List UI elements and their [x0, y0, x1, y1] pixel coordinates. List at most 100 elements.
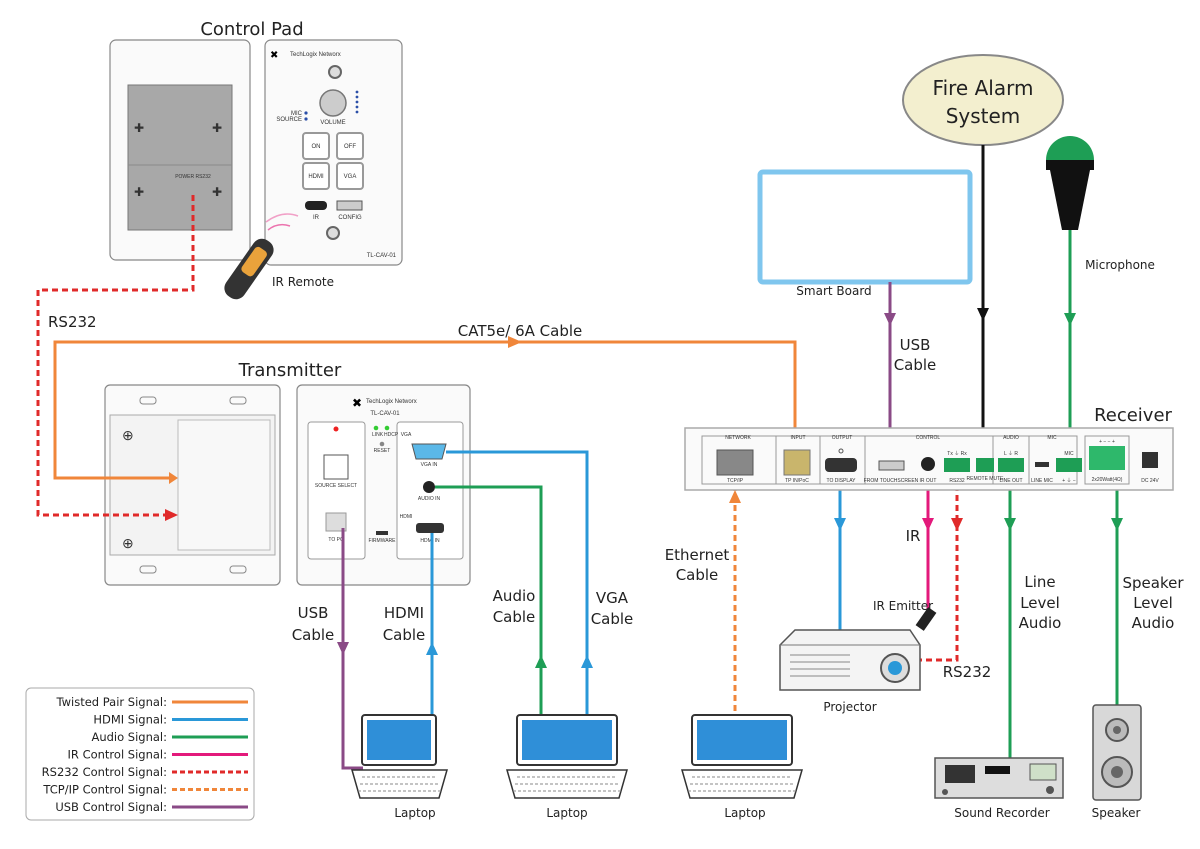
- firmware-label: FIRMWARE: [368, 538, 396, 544]
- txrx-label: Tx ⏚ Rx: [947, 450, 967, 457]
- legend-label: RS232 Control Signal:: [42, 765, 167, 779]
- usb-cable-label-rx: USB: [900, 336, 931, 354]
- usb-cable-label-rx: Cable: [894, 356, 937, 374]
- speaker-icon: [1092, 704, 1142, 801]
- microphone-icon: [1046, 136, 1094, 230]
- to-display-label: TO DISPLAY: [827, 478, 857, 484]
- line-audio-label: Level: [1020, 594, 1060, 612]
- smart-board-label: Smart Board: [796, 284, 871, 298]
- svg-text:✚: ✚: [134, 185, 144, 199]
- volume-knob[interactable]: [319, 89, 347, 117]
- vga-cable-wire: [446, 450, 589, 715]
- audio-cable-label: Audio: [493, 587, 536, 605]
- transmitter-logo: TechLogix Networx: [366, 399, 417, 405]
- tcpip-port: [716, 449, 754, 476]
- reset-label: RESET: [374, 448, 391, 454]
- section-network: NETWORK: [725, 435, 751, 441]
- backbox-port-label: POWER RS232: [175, 174, 211, 180]
- rs232-port-label: RS232: [949, 478, 965, 484]
- ir-emitter-label: IR Emitter: [873, 599, 933, 613]
- fire-alarm-label: Fire Alarm: [933, 76, 1034, 100]
- control-pad-button-vga[interactable]: VGA: [336, 162, 364, 190]
- ir-emitter-icon: [915, 607, 937, 631]
- source-select-button[interactable]: [323, 454, 349, 480]
- line-mic-switch[interactable]: [1035, 462, 1049, 467]
- transmitter-title: Transmitter: [238, 360, 342, 381]
- control-pad-logo: TechLogix Networx: [290, 52, 341, 58]
- config-port: [336, 200, 363, 211]
- speaker-audio-label: Level: [1133, 594, 1173, 612]
- hdmi-cable-label: Cable: [383, 626, 426, 644]
- lr-label: L ⏚ R: [1004, 450, 1018, 457]
- sound-recorder-label: Sound Recorder: [954, 806, 1049, 820]
- audio-cable-wire: [435, 485, 543, 715]
- usb-cable-label: USB: [298, 604, 329, 622]
- laptop-3: [681, 714, 803, 799]
- ir-remote-label: IR Remote: [272, 275, 334, 289]
- tcpip-label: TCP/IP: [727, 478, 744, 484]
- hdmi-in-port: [416, 523, 444, 533]
- vga-led-label: VGA: [401, 432, 412, 438]
- receiver-title: Receiver: [1094, 405, 1172, 426]
- ir-out-label: IR OUT: [920, 478, 937, 484]
- touchscreen-usb-port: [878, 460, 905, 471]
- amp-label: 2x20Watt(4Ω): [1092, 477, 1123, 483]
- to-display-port: [825, 458, 857, 472]
- svg-text:⊕: ⊕: [122, 535, 134, 551]
- projector: [779, 629, 921, 691]
- control-pad-faceplate: TechLogix Networx ✖ VOLUME MIC SOURCE ON…: [264, 39, 403, 266]
- legend-label: IR Control Signal:: [68, 748, 167, 762]
- transmitter-backbox: ⊕ ⊕: [104, 384, 281, 586]
- to-pc-label: TO PC: [328, 537, 344, 543]
- hdmi-in-label: HDMI IN: [420, 538, 440, 544]
- svg-text:✚: ✚: [134, 121, 144, 135]
- hdmi-led-label: HDMI: [400, 514, 413, 520]
- rs232-terminal: [944, 458, 970, 472]
- logo-icon: ✖: [270, 50, 278, 61]
- control-pad-backbox: POWER RS232 ✚ ✚ ✚ ✚: [109, 39, 251, 261]
- config-label: CONFIG: [338, 215, 362, 221]
- hdcp-label: HDCP: [384, 432, 399, 438]
- hdmi-cable-label: HDMI: [384, 604, 424, 622]
- rs232-label-right: RS232: [943, 663, 992, 681]
- reset-button[interactable]: [379, 441, 385, 447]
- source-led-label: SOURCE: [276, 117, 302, 123]
- svg-text:✚: ✚: [212, 185, 222, 199]
- dc-power-port: [1142, 452, 1158, 468]
- cat5e-cable-wire: [53, 340, 797, 480]
- control-pad-title: Control Pad: [200, 19, 303, 40]
- line-audio-label: Audio: [1019, 614, 1062, 632]
- section-audio: AUDIO: [1003, 435, 1019, 441]
- button-label: ON: [312, 144, 321, 150]
- legend: Twisted Pair Signal:HDMI Signal:Audio Si…: [25, 687, 255, 821]
- vga-cable-label: Cable: [591, 610, 634, 628]
- speaker-audio-label: Speaker: [1122, 574, 1184, 592]
- svg-text:⊕: ⊕: [122, 427, 134, 443]
- ethernet-cable-label: Cable: [676, 566, 719, 584]
- svg-text:✖: ✖: [352, 396, 362, 410]
- legend-label: HDMI Signal:: [93, 713, 167, 727]
- button-label: HDMI: [308, 174, 324, 180]
- link-label: LINK: [372, 432, 384, 438]
- speaker-audio-label: Audio: [1132, 614, 1175, 632]
- dc-label: DC 24V: [1141, 478, 1159, 484]
- usb-b-port: [325, 512, 347, 532]
- ethernet-cable-label: Ethernet: [665, 546, 730, 564]
- control-pad-button-off[interactable]: OFF: [336, 132, 364, 160]
- ir-label: IR: [313, 215, 320, 221]
- microphone-label: Microphone: [1085, 258, 1155, 272]
- control-pad-button-on[interactable]: ON: [302, 132, 330, 160]
- audio-in-label: AUDIO IN: [418, 496, 441, 502]
- control-pad-button-hdmi[interactable]: HDMI: [302, 162, 330, 190]
- vga-cable-label: VGA: [596, 589, 629, 607]
- line-out-label: LINE OUT: [999, 478, 1022, 484]
- section-output: OUTPUT: [832, 435, 853, 441]
- svg-text:✚: ✚: [212, 121, 222, 135]
- mic-led-label: MIC: [291, 111, 303, 117]
- fire-alarm-system: Fire Alarm System: [902, 54, 1064, 146]
- laptop-label: Laptop: [394, 806, 435, 820]
- ir-sensor: [305, 201, 327, 210]
- button-label: VGA: [344, 174, 357, 180]
- section-control: CONTROL: [916, 435, 941, 441]
- mic-terminal: [1056, 458, 1082, 472]
